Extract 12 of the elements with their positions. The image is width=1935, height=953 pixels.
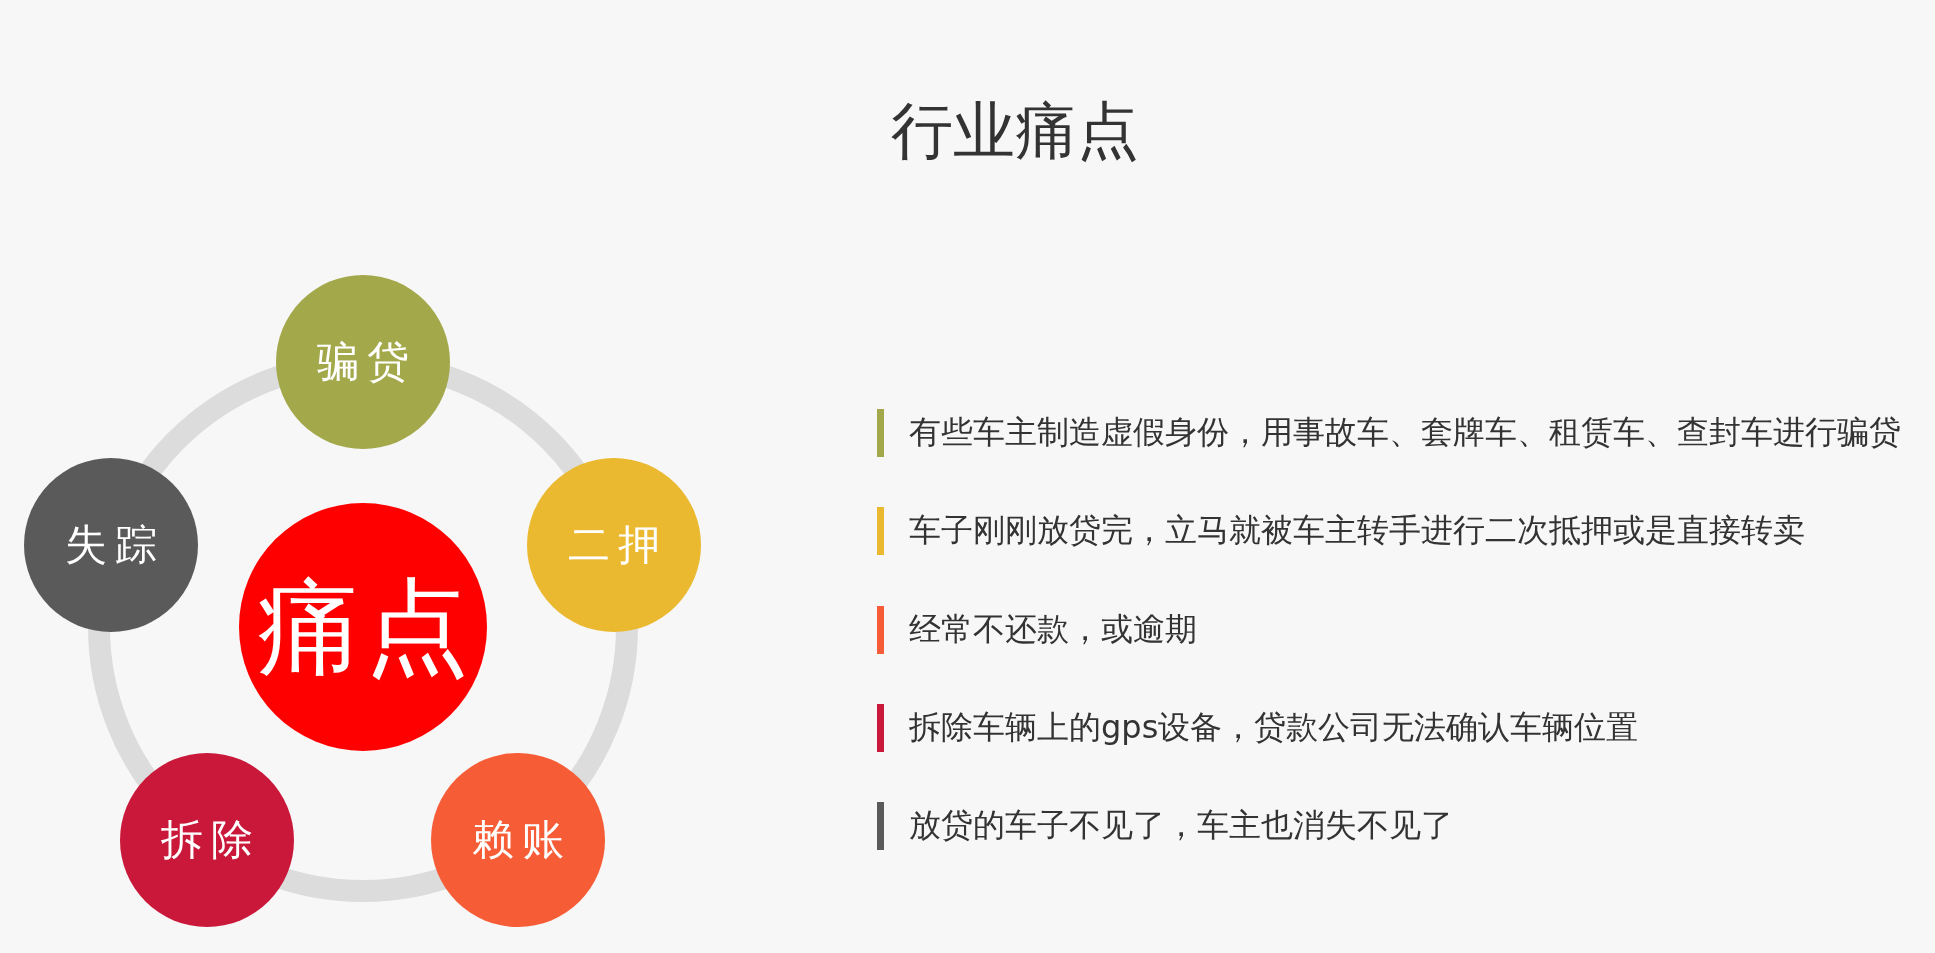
legend-text: 拆除车辆上的gps设备，贷款公司无法确认车辆位置: [909, 711, 1639, 743]
legend-text: 放贷的车子不见了，车主也消失不见了: [909, 809, 1453, 841]
circle-node: 骗贷: [276, 275, 450, 449]
legend-text: 经常不还款，或逾期: [909, 613, 1197, 645]
circle-node: 失踪: [24, 458, 198, 632]
title: 行业痛点: [891, 100, 1139, 162]
circle-node: 二押: [527, 458, 701, 632]
legend-text: 车子刚刚放贷完，立马就被车主转手进行二次抵押或是直接转卖: [909, 514, 1805, 546]
circle-node: 痛点: [239, 503, 487, 751]
circle-node: 拆除: [120, 753, 294, 927]
legend-text: 有些车主制造虚假身份，用事故车、套牌车、租赁车、查封车进行骗贷: [909, 416, 1901, 448]
circle-node: 赖账: [431, 753, 605, 927]
